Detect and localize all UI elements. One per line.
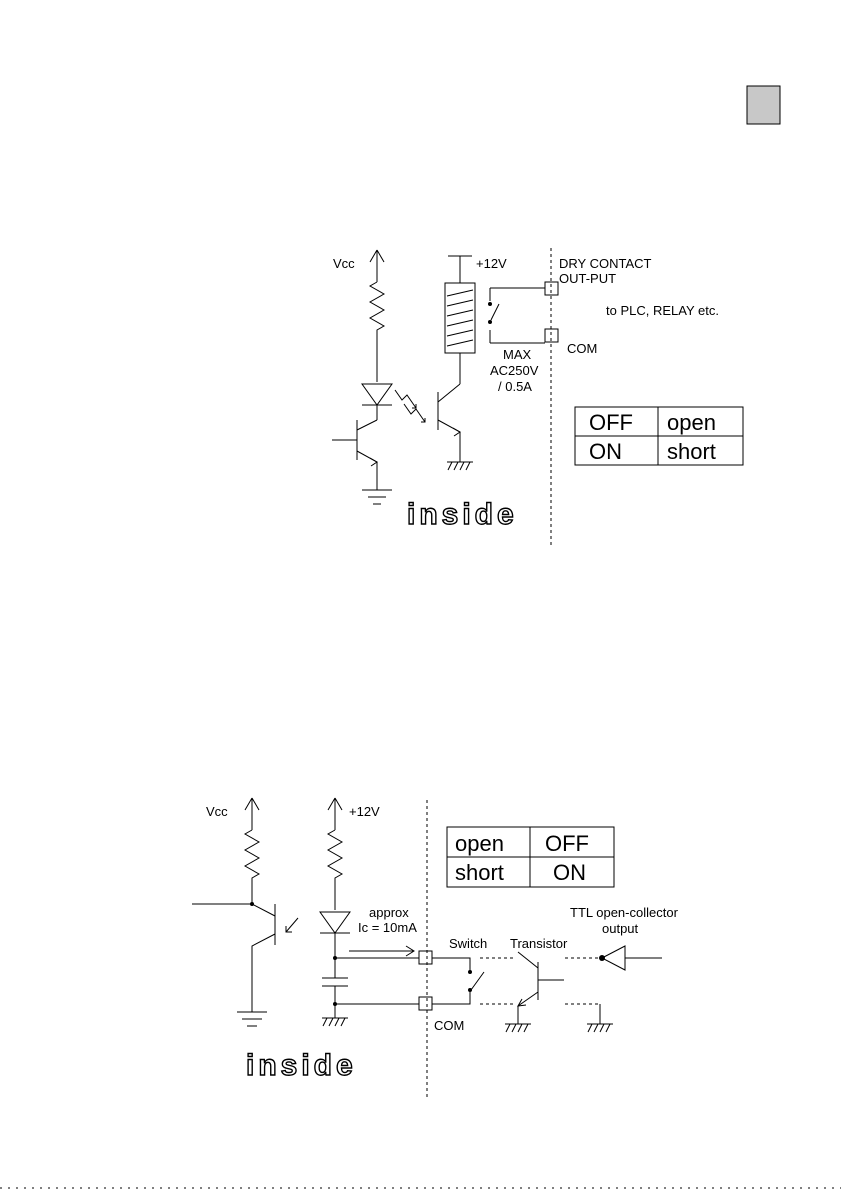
bottom-terminal-signal [419,951,432,964]
top-inside-label: inside [407,498,518,531]
top-com-label: COM [567,341,597,356]
top-resistor [370,282,384,382]
top-photo-ground [447,462,473,470]
bottom-12v-label: +12V [349,804,380,819]
top-to-plc-label: to PLC, RELAY etc. [606,303,719,318]
top-output-label: OUT-PUT [559,271,616,286]
top-driver-ground [362,490,392,504]
top-driver-transistor [332,420,377,490]
top-dry-contact-label: DRY CONTACT [559,256,652,271]
bottom-external-switch [432,958,484,1004]
bottom-junction-vcc [250,902,254,906]
bottom-com-label: COM [434,1018,464,1033]
bottom-table-cell-off: OFF [545,831,589,856]
top-vcc-label: Vcc [333,256,355,271]
top-max-current-label: / 0.5A [498,379,532,394]
top-12v-label: +12V [476,256,507,271]
top-phototransistor [438,384,460,462]
bottom-mid-ground [322,1004,348,1026]
bottom-ttl-ground [587,1024,613,1032]
bottom-vcc-resistor [245,830,259,904]
bottom-vcc-label: Vcc [206,804,228,819]
top-relay-coil-winding [447,290,473,346]
page-tab [747,86,780,124]
top-table-cell-short: short [667,439,716,464]
top-contact-point-a [488,302,492,306]
top-table-cell-off: OFF [589,410,633,435]
top-relay-contact [490,288,545,343]
bottom-phototransistor [192,904,275,1012]
top-max-label: MAX [503,347,532,362]
bottom-table-cell-on: ON [553,860,586,885]
top-contact-point-b [488,320,492,324]
bottom-left-ground [237,1012,267,1026]
bottom-table-cell-short: short [455,860,504,885]
bottom-switch-label: Switch [449,936,487,951]
bottom-ic-label: Ic = 10mA [358,920,417,935]
bottom-switch-contact-b [468,988,472,992]
bottom-12v-arrow [328,798,342,830]
top-12v-rail [448,256,472,283]
bottom-terminal-com [419,997,432,1010]
bottom-switch-contact-a [468,970,472,974]
bottom-ttl-buffer [600,946,662,1024]
top-optical-arrows [395,390,425,422]
bottom-approx-label: approx [369,905,409,920]
bottom-12v-resistor [328,830,342,910]
bottom-transistor-label: Transistor [510,936,568,951]
bottom-capacitor [322,958,348,1004]
bottom-ttl-output-label: output [602,921,639,936]
bottom-ttl-label: TTL open-collector [570,905,679,920]
bottom-transistor-ground [505,1024,531,1032]
bottom-output-wires [335,958,419,1004]
bottom-circuit: Vcc +12V approx Ic = 10mA COM Switch [192,798,679,1100]
bottom-light-arrow [286,918,298,932]
bottom-inside-label: inside [246,1049,357,1082]
top-circuit: Vcc +12V DRY CONTACT OUT-PUT to PLC, REL… [332,248,743,545]
top-table-cell-on: ON [589,439,622,464]
top-vcc-arrow [370,250,384,282]
bottom-table-cell-open: open [455,831,504,856]
top-max-voltage-label: AC250V [490,363,539,378]
bottom-vcc-arrow [245,798,259,830]
top-table-cell-open: open [667,410,716,435]
bottom-external-transistor [518,952,564,1024]
top-led [362,384,392,420]
bottom-diode [320,912,350,958]
bottom-current-arrow [349,946,414,956]
bottom-dashed-connections [480,958,600,1004]
top-terminal-out [545,282,558,295]
